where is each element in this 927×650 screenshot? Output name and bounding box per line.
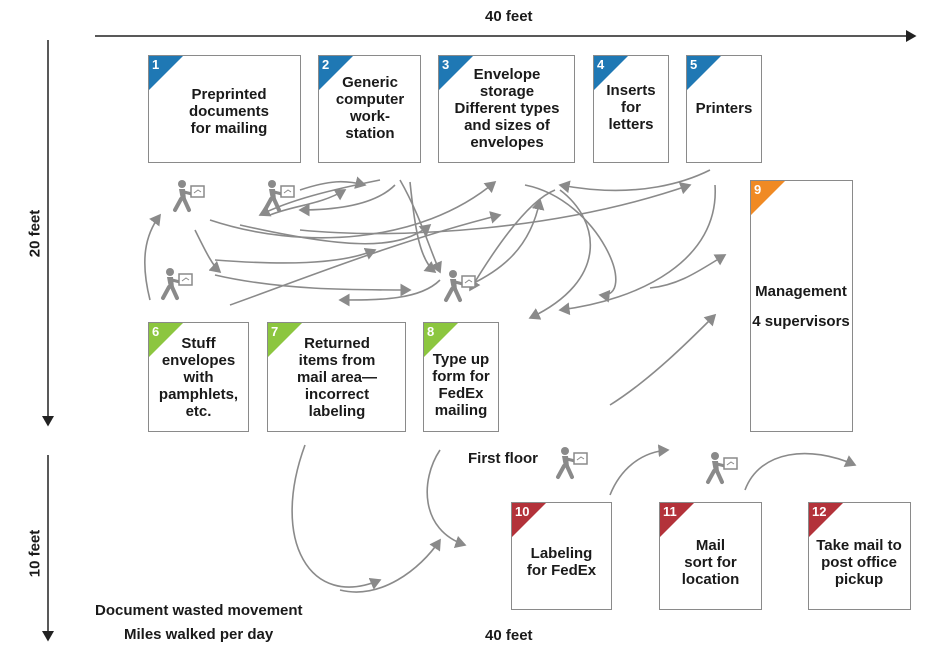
- station-number: 1: [152, 57, 160, 72]
- station-11: 11 Mail sort for location: [659, 502, 762, 610]
- station-label: Inserts for letters: [606, 82, 656, 133]
- station-number: 10: [515, 504, 530, 519]
- station-6: 6 Stuff envelopes with pamphlets, etc.: [148, 322, 249, 432]
- station-4: 4 Inserts for letters: [593, 55, 669, 163]
- station-number: 5: [690, 57, 698, 72]
- station-9: 9 Management 4 supervisors: [750, 180, 853, 432]
- station-number: 8: [427, 324, 435, 339]
- station-2: 2 Generic computer work- station: [318, 55, 421, 163]
- station-5: 5 Printers: [686, 55, 762, 163]
- station-label: Preprinted documents for mailing: [188, 86, 269, 137]
- station-3: 3 Envelope storage Different types and s…: [438, 55, 575, 163]
- station-number: 9: [754, 182, 762, 197]
- station-label: Take mail to post office pickup: [816, 537, 902, 588]
- walking-worker-icon: [161, 266, 194, 300]
- station-8: 8 Type up form for FedEx mailing: [423, 322, 499, 432]
- floor-label: First floor: [468, 450, 538, 467]
- walking-worker-icon: [556, 445, 589, 479]
- station-label: Generic computer work- station: [335, 74, 405, 142]
- station-number: 6: [152, 324, 160, 339]
- station-number: 2: [322, 57, 330, 72]
- upper-height-label: 20 feet: [26, 209, 44, 258]
- station-number: 12: [812, 504, 827, 519]
- station-label: Labeling for FedEx: [526, 545, 597, 579]
- station-7: 7 Returned items from mail area— incorre…: [267, 322, 406, 432]
- bottom-width-label: 40 feet: [485, 627, 533, 644]
- station-number: 4: [597, 57, 605, 72]
- top-width-label: 40 feet: [485, 8, 533, 25]
- station-12: 12 Take mail to post office pickup: [808, 502, 911, 610]
- station-label: Mail sort for location: [681, 537, 740, 588]
- station-sublabel: 4 supervisors: [752, 313, 850, 330]
- station-label: Stuff envelopes with pamphlets, etc.: [158, 335, 239, 420]
- station-10: 10 Labeling for FedEx: [511, 502, 612, 610]
- footer-line-1: Document wasted movement: [95, 602, 303, 619]
- walking-worker-icon: [263, 178, 296, 212]
- station-label: Type up form for FedEx mailing: [432, 351, 490, 419]
- station-number-badge: [149, 56, 183, 90]
- footer-line-2: Miles walked per day: [124, 626, 274, 643]
- station-label: Printers: [695, 100, 753, 117]
- station-number: 7: [271, 324, 279, 339]
- walking-worker-icon: [173, 178, 206, 212]
- station-label: Management: [755, 283, 847, 300]
- walking-worker-icon: [706, 450, 739, 484]
- station-number: 3: [442, 57, 450, 72]
- station-number: 11: [663, 504, 677, 519]
- station-label: Returned items from mail area— incorrect…: [296, 335, 378, 420]
- station-1: 1 Preprinted documents for mailing: [148, 55, 301, 163]
- lower-height-label: 10 feet: [26, 529, 44, 578]
- station-label: Envelope storage Different types and siz…: [454, 66, 560, 151]
- walking-worker-icon: [444, 268, 477, 302]
